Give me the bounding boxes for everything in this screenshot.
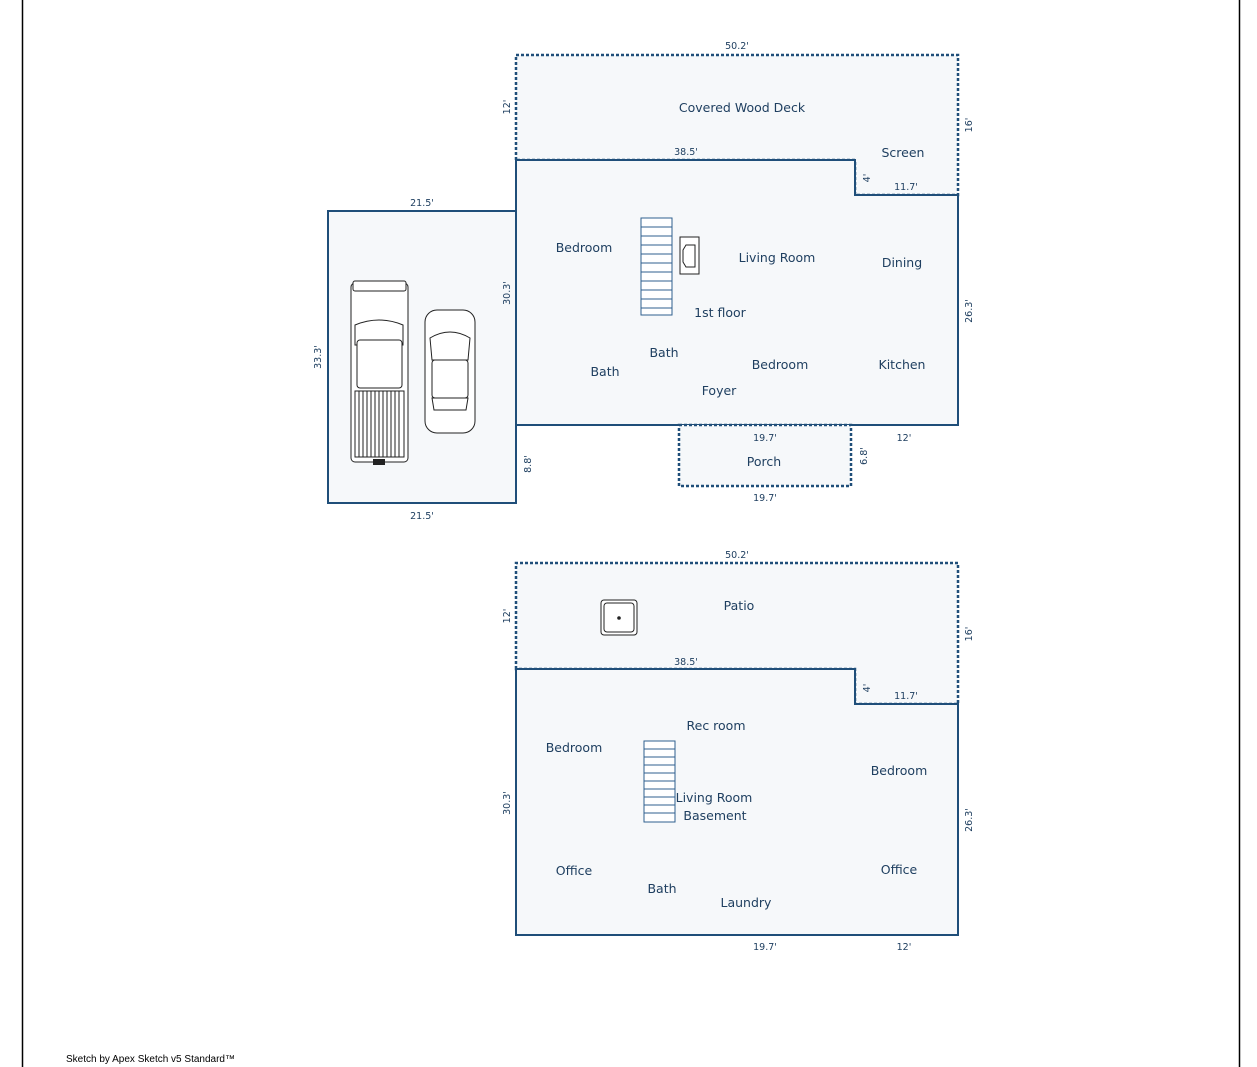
dimension-label: 30.3' xyxy=(502,791,513,815)
floor-title: 1st floor xyxy=(694,305,747,320)
basement-plan: Patio Rec room Bedroom Living Room Basem… xyxy=(502,550,975,953)
room-label: Bath xyxy=(590,364,619,379)
first-floor-plan: Covered Wood Deck Screen Bedroom Living … xyxy=(313,41,975,522)
dimension-label: 26.3' xyxy=(964,299,975,323)
room-label: Office xyxy=(556,863,593,878)
dimension-label: 50.2' xyxy=(725,41,749,52)
dimension-label: 19.7' xyxy=(753,493,777,504)
room-label-porch: Porch xyxy=(747,454,781,469)
pickup-truck-icon xyxy=(350,280,409,465)
dimension-label: 4' xyxy=(862,684,873,693)
dimension-label: 11.7' xyxy=(894,182,918,193)
first-floor-house xyxy=(515,159,959,426)
dimension-label: 4' xyxy=(862,174,873,183)
room-label: Bedroom xyxy=(752,357,809,372)
dimension-label: 19.7' xyxy=(753,942,777,953)
dimension-label: 38.5' xyxy=(674,147,698,158)
dimension-label: 38.5' xyxy=(674,657,698,668)
room-label: Bath xyxy=(647,881,676,896)
fireplace-icon xyxy=(679,236,700,275)
stairs-icon xyxy=(643,740,676,823)
dimension-label: 16' xyxy=(964,118,975,133)
dimension-label: 12' xyxy=(897,942,912,953)
dimension-label: 8.8' xyxy=(523,455,534,473)
dimension-label: 6.8' xyxy=(859,447,870,465)
room-label: Foyer xyxy=(702,383,737,398)
car-icon xyxy=(424,309,476,434)
dimension-label: 16' xyxy=(964,627,975,642)
room-label-screen: Screen xyxy=(882,145,925,160)
room-label: Bedroom xyxy=(556,240,613,255)
dimension-label: 12' xyxy=(502,100,513,115)
dimension-label: 33.3' xyxy=(313,345,324,369)
room-label: Dining xyxy=(882,255,922,270)
dimension-label: 12' xyxy=(897,433,912,444)
room-label-covered-deck: Covered Wood Deck xyxy=(679,100,806,115)
room-label-patio: Patio xyxy=(724,598,755,613)
dimension-label: 21.5' xyxy=(410,198,434,209)
dimension-label: 11.7' xyxy=(894,691,918,702)
dimension-label: 30.3' xyxy=(502,281,513,305)
porch-area xyxy=(677,423,853,488)
sink-icon xyxy=(600,599,638,636)
sketch-credit: Sketch by Apex Sketch v5 Standard™ xyxy=(66,1054,235,1065)
room-label: Bedroom xyxy=(546,740,603,755)
room-label: Kitchen xyxy=(879,357,926,372)
basement-house xyxy=(515,668,959,936)
room-label: Laundry xyxy=(721,895,773,910)
dimension-label: 21.5' xyxy=(410,511,434,522)
dimension-label: 50.2' xyxy=(725,550,749,561)
room-label: Living Room xyxy=(739,250,816,265)
dimension-label: 12' xyxy=(502,609,513,624)
room-label: Bath xyxy=(649,345,678,360)
room-label: Bedroom xyxy=(871,763,928,778)
floor-title: Basement xyxy=(683,808,746,823)
room-label: Living Room xyxy=(676,790,753,805)
stairs-icon xyxy=(640,217,673,316)
room-label: Office xyxy=(881,862,918,877)
dimension-label: 19.7' xyxy=(753,433,777,444)
room-label: Rec room xyxy=(687,718,746,733)
dimension-label: 26.3' xyxy=(964,808,975,832)
